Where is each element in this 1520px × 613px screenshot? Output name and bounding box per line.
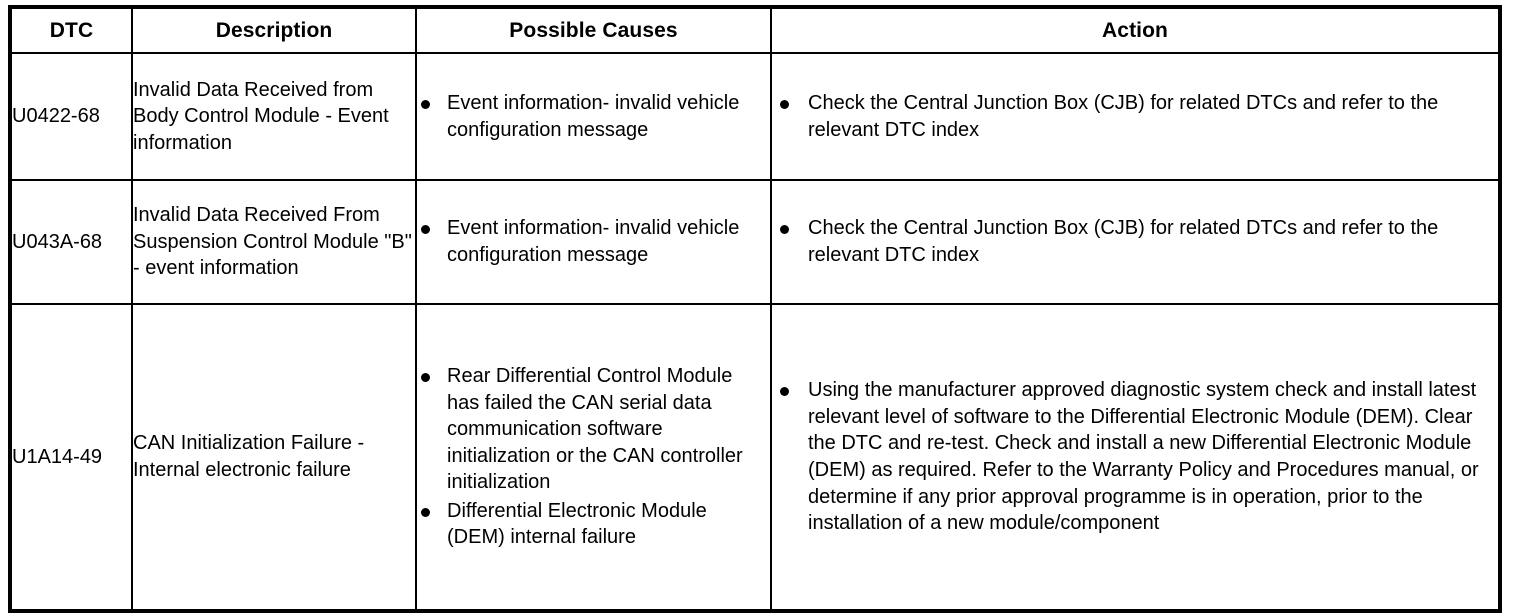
- description-text: Invalid Data Received From Suspension Co…: [133, 204, 412, 280]
- cell-description: Invalid Data Received from Body Control …: [131, 52, 417, 181]
- possible-causes-list: Rear Differential Control Module has fai…: [417, 363, 770, 551]
- list-item: Check the Central Junction Box (CJB) for…: [772, 90, 1498, 143]
- cell-possible-causes: Rear Differential Control Module has fai…: [415, 303, 772, 612]
- cell-possible-causes: Event information- invalid vehicle confi…: [415, 52, 772, 181]
- description-text: Invalid Data Received from Body Control …: [133, 78, 389, 154]
- cell-description: Invalid Data Received From Suspension Co…: [131, 179, 417, 305]
- list-item: Rear Differential Control Module has fai…: [417, 363, 770, 496]
- cell-dtc-code: U043A-68: [9, 179, 133, 305]
- column-header-action: Action: [770, 6, 1501, 54]
- table-row: U043A-68 Invalid Data Received From Susp…: [9, 179, 1501, 305]
- bullet-icon: [780, 387, 789, 397]
- cell-action: Check the Central Junction Box (CJB) for…: [770, 52, 1501, 181]
- list-item: Using the manufacturer approved diagnost…: [772, 377, 1482, 537]
- possible-cause-text: Event information- invalid vehicle confi…: [447, 91, 740, 141]
- description-text: CAN Initialization Failure - Internal el…: [133, 432, 365, 481]
- action-text: Check the Central Junction Box (CJB) for…: [808, 217, 1439, 266]
- cell-action: Using the manufacturer approved diagnost…: [770, 303, 1501, 612]
- cell-possible-causes: Event information- invalid vehicle confi…: [415, 179, 772, 305]
- table-body: U0422-68 Invalid Data Received from Body…: [9, 52, 1501, 612]
- list-item: Check the Central Junction Box (CJB) for…: [772, 215, 1498, 268]
- bullet-icon: [780, 225, 789, 235]
- bullet-icon: [421, 99, 430, 109]
- action-list: Check the Central Junction Box (CJB) for…: [772, 215, 1498, 268]
- action-list: Check the Central Junction Box (CJB) for…: [772, 90, 1498, 143]
- action-list: Using the manufacturer approved diagnost…: [772, 377, 1482, 537]
- cell-description: CAN Initialization Failure - Internal el…: [131, 303, 417, 612]
- dtc-index-table: DTC Description Possible Causes Action U…: [8, 5, 1502, 613]
- action-text: Using the manufacturer approved diagnost…: [808, 379, 1479, 535]
- table-row: U1A14-49 CAN Initialization Failure - In…: [9, 303, 1501, 612]
- column-header-description: Description: [131, 6, 417, 54]
- table-row: U0422-68 Invalid Data Received from Body…: [9, 52, 1501, 181]
- possible-causes-list: Event information- invalid vehicle confi…: [417, 215, 770, 268]
- list-item: Event information- invalid vehicle confi…: [417, 90, 770, 143]
- cell-dtc-code: U1A14-49: [9, 303, 133, 612]
- possible-causes-list: Event information- invalid vehicle confi…: [417, 90, 770, 143]
- list-item: Differential Electronic Module (DEM) int…: [417, 498, 770, 551]
- bullet-icon: [421, 507, 430, 517]
- possible-cause-text: Differential Electronic Module (DEM) int…: [447, 499, 707, 549]
- possible-cause-text: Rear Differential Control Module has fai…: [447, 364, 743, 494]
- header-row: DTC Description Possible Causes Action: [9, 6, 1501, 54]
- column-header-possible-causes: Possible Causes: [415, 6, 772, 54]
- table-header: DTC Description Possible Causes Action: [9, 6, 1501, 54]
- cell-dtc-code: U0422-68: [9, 52, 133, 181]
- column-header-dtc: DTC: [9, 6, 133, 54]
- action-text: Check the Central Junction Box (CJB) for…: [808, 91, 1439, 141]
- bullet-icon: [780, 99, 789, 109]
- possible-cause-text: Event information- invalid vehicle confi…: [447, 217, 740, 266]
- list-item: Event information- invalid vehicle confi…: [417, 215, 770, 268]
- cell-action: Check the Central Junction Box (CJB) for…: [770, 179, 1501, 305]
- bullet-icon: [421, 225, 430, 235]
- bullet-icon: [421, 372, 430, 382]
